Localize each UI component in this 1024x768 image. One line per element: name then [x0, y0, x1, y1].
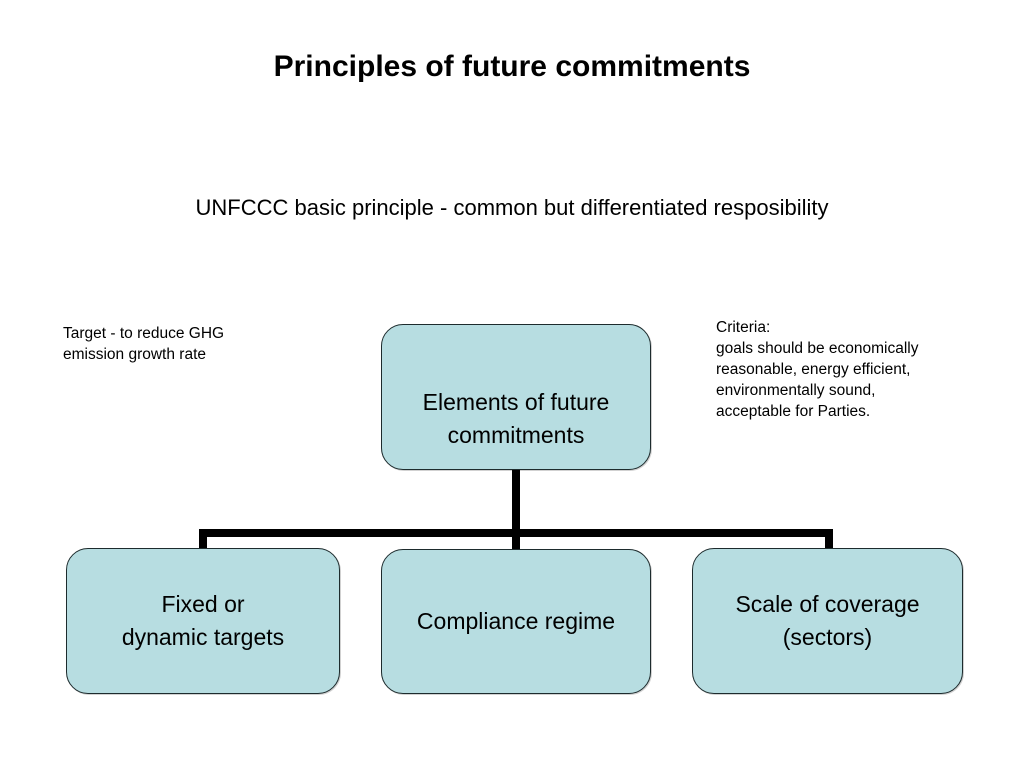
- page-title: Principles of future commitments: [273, 50, 751, 83]
- diagram-node-compliance-regime[interactable]: Compliance regime: [381, 549, 651, 694]
- target-note: Target - to reduce GHG emission growth r…: [63, 325, 225, 363]
- diagram-node-elements-of-future-commitments[interactable]: Elements of future commitments: [381, 324, 651, 470]
- diagram-node-scale-of-coverage[interactable]: Scale of coverage (sectors): [692, 548, 963, 694]
- slide-subtitle: UNFCCC basic principle - common but diff…: [195, 195, 829, 220]
- criteria-note: Criteria: goals should be economically r…: [716, 319, 919, 420]
- diagram-node-fixed-or-dynamic-targets[interactable]: Fixed or dynamic targets: [66, 548, 340, 694]
